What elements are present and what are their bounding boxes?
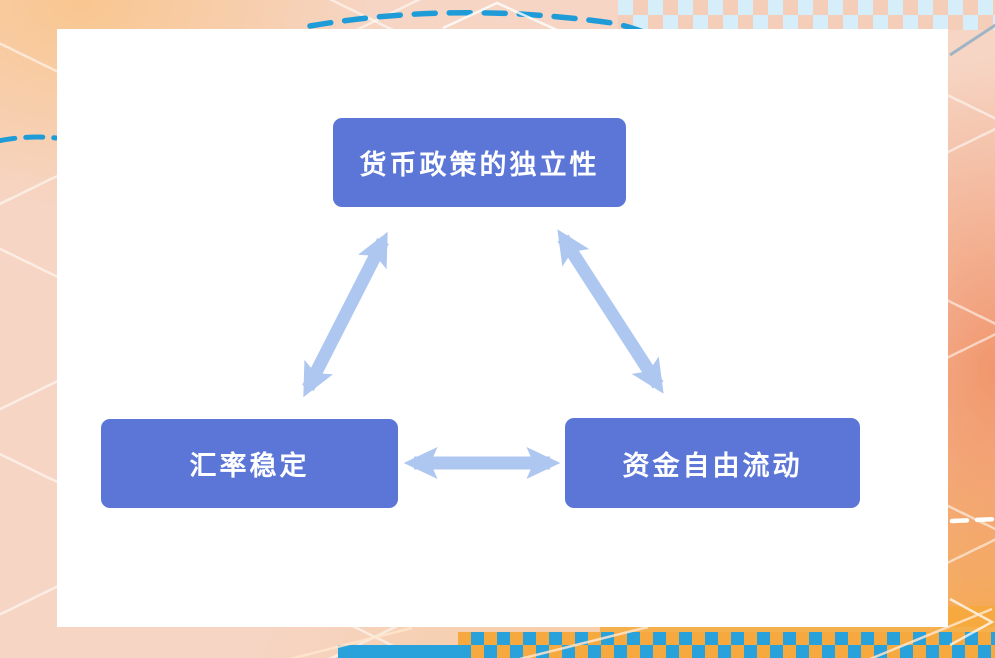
dashed-line-left — [0, 134, 59, 144]
arrow-top-to-right — [557, 229, 664, 394]
node-free-capital-flow: 资金自由流动 — [565, 418, 860, 508]
node-free-capital-flow-label: 资金自由流动 — [622, 450, 803, 482]
chevron-top — [442, 1, 558, 32]
slide-canvas: 货币政策的独立性 汇率稳定 资金自由流动 — [57, 29, 948, 627]
node-exchange-rate-stability-label: 汇率稳定 — [189, 451, 310, 482]
node-monetary-policy: 货币政策的独立性 — [333, 118, 626, 207]
checkerboard-bottom — [458, 632, 995, 658]
node-exchange-rate-stability: 汇率稳定 — [101, 419, 398, 508]
blue-bar-bottom — [338, 645, 462, 658]
dashed-line-right — [949, 516, 995, 524]
node-monetary-policy-label: 货币政策的独立性 — [359, 150, 600, 181]
arrow-top-to-left — [302, 231, 389, 398]
checkerboard-top-right — [618, 0, 995, 30]
